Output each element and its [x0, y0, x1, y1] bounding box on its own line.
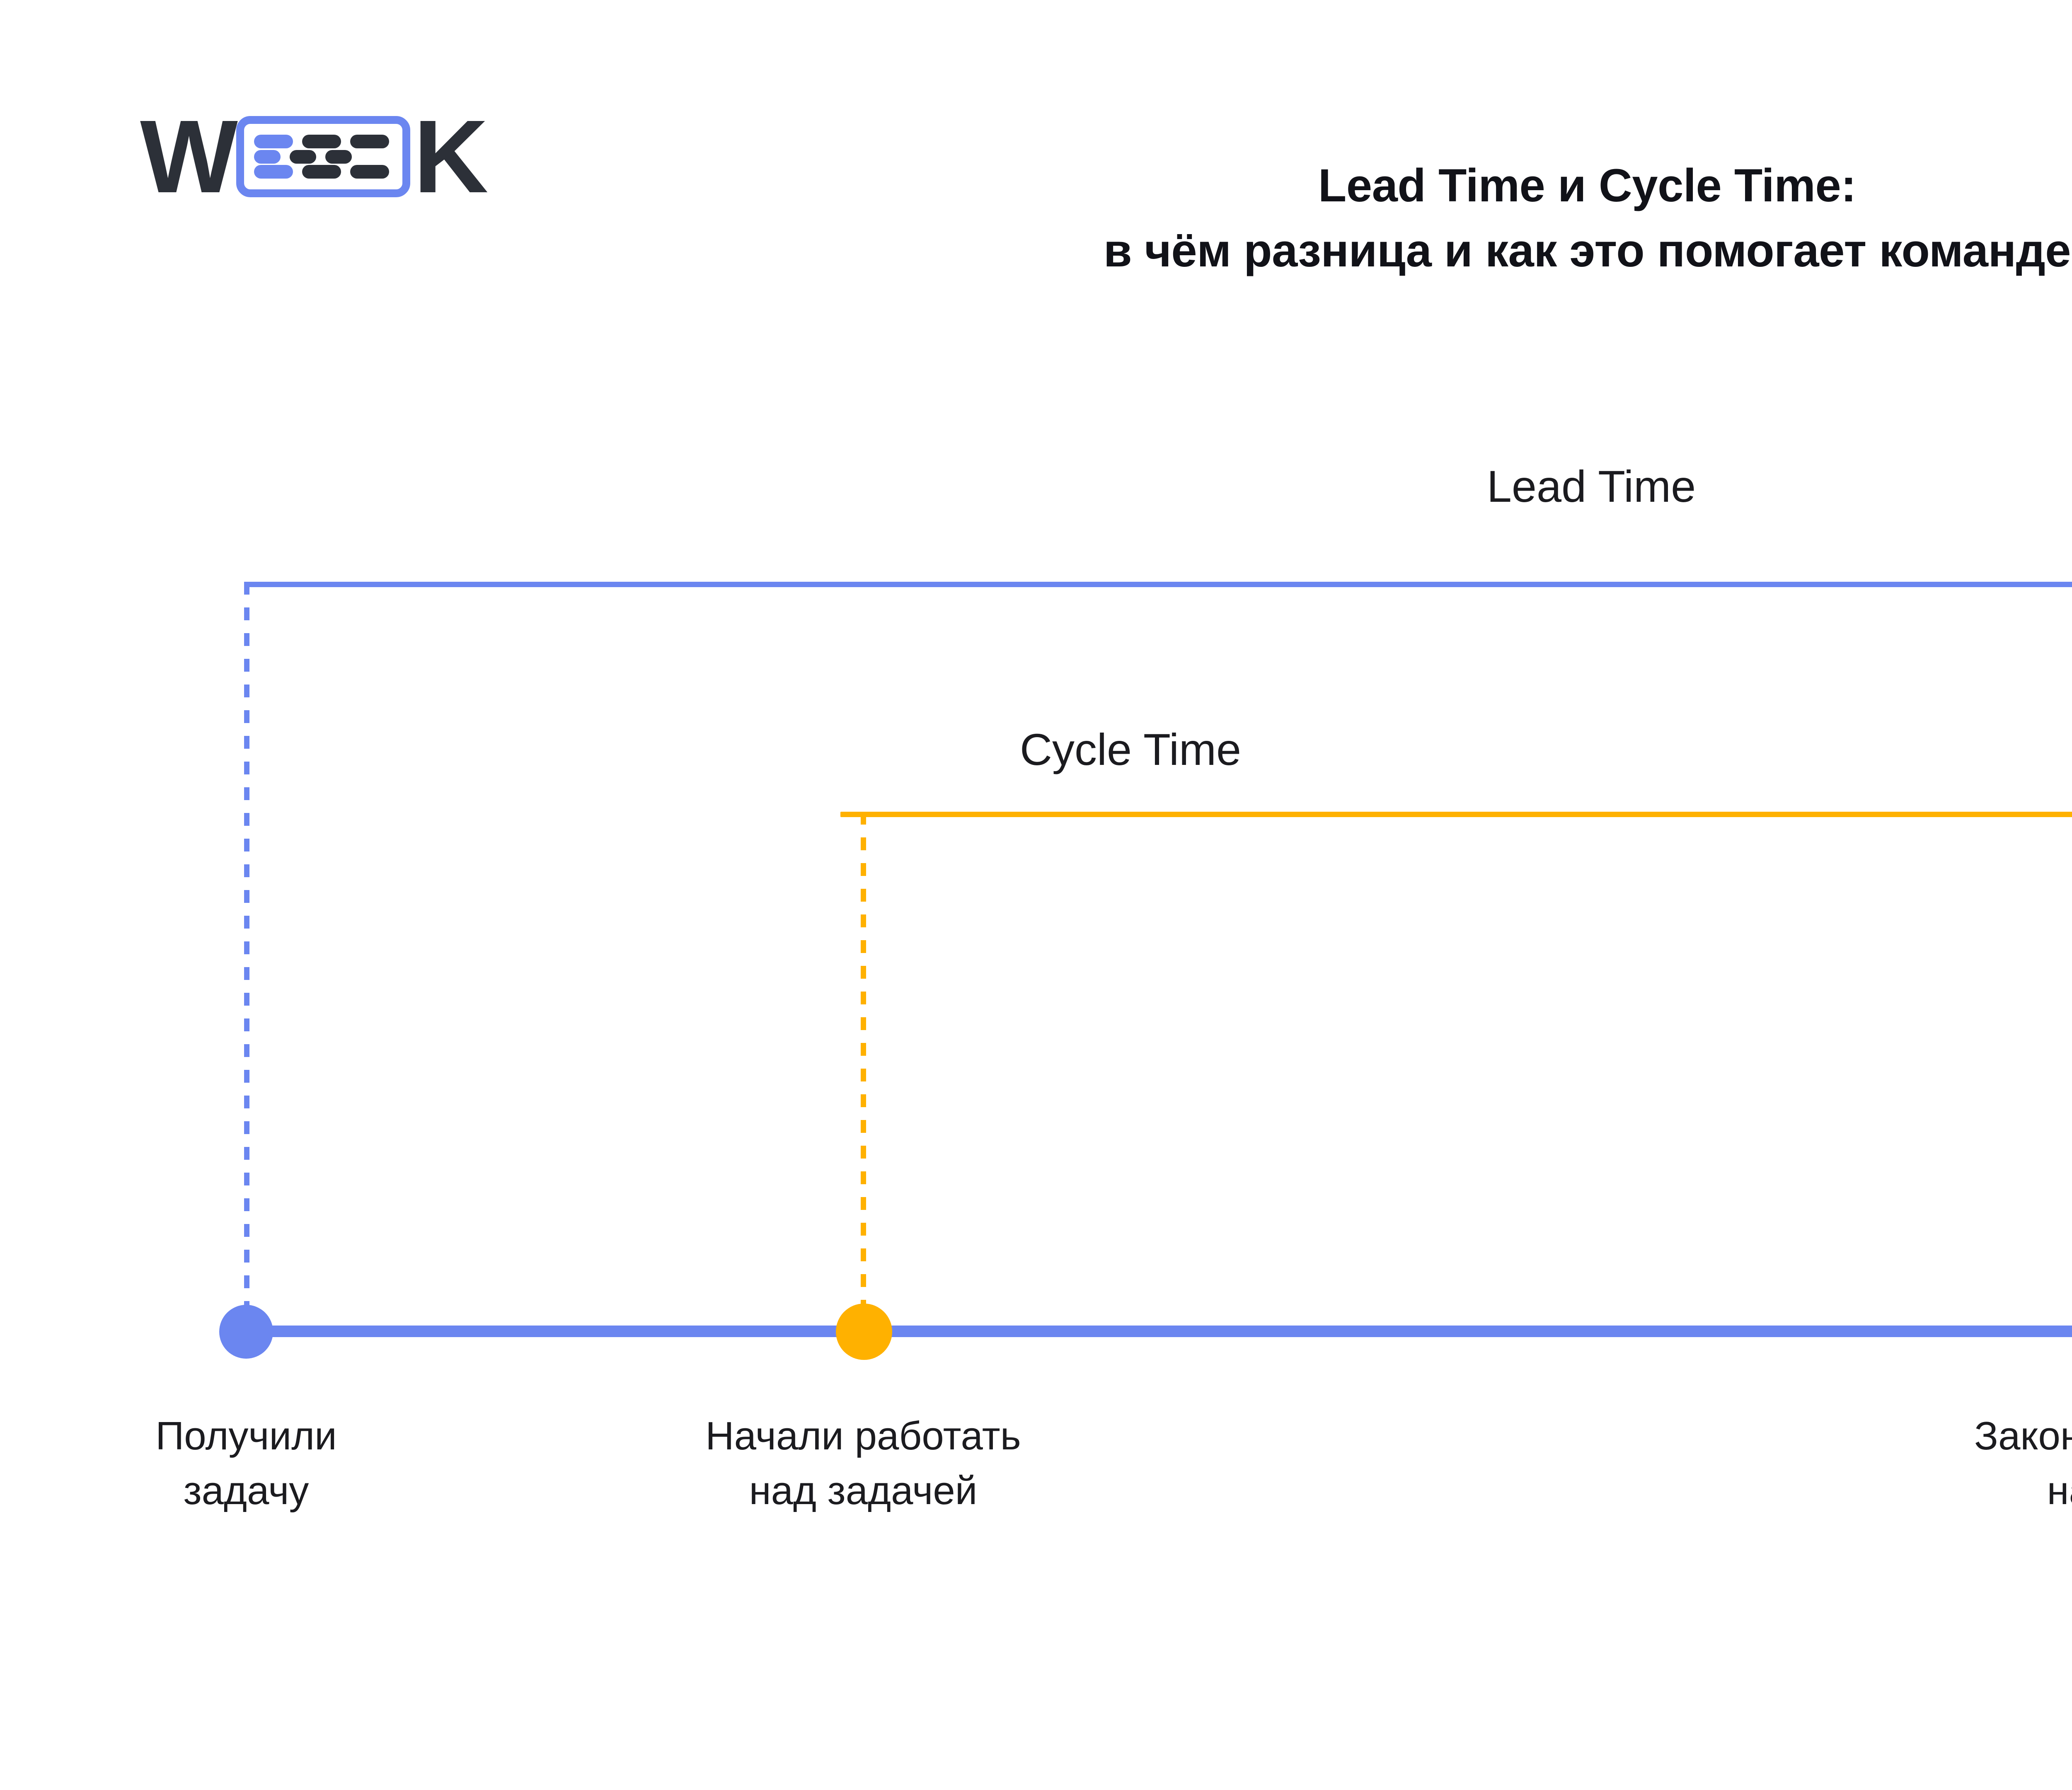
milestone-label-finished: Закончили работать над задачей	[1948, 1409, 2072, 1519]
logo-pill-dark	[350, 165, 389, 179]
logo-letter-k: K	[413, 99, 489, 214]
cycle-time-span-label: Cycle Time	[1019, 724, 1242, 774]
weeek-logo[interactable]: W K	[140, 103, 513, 210]
lead-time-span-label: Lead Time	[1486, 461, 1696, 511]
logo-pill-blue	[254, 135, 293, 148]
timeline-axis	[247, 1326, 2072, 1337]
lead-time-connector-left	[244, 582, 249, 1306]
milestone-label-started: Начали работать над задачей	[666, 1409, 1060, 1519]
logo-row-1	[254, 135, 392, 148]
milestone-marker-started[interactable]	[836, 1304, 892, 1360]
page-title: Lead Time и Cycle Time: в чём разница и …	[787, 153, 2072, 283]
logo-pill-blue	[254, 165, 293, 179]
logo-pill-dark	[350, 135, 389, 148]
title-line-2: в чём разница и как это помогает команде	[1103, 224, 2071, 276]
milestone-label-line1: Начали работать	[705, 1414, 1021, 1458]
lead-time-span-line	[247, 582, 2072, 587]
cycle-time-span-line	[840, 812, 2072, 817]
logo-pill-dark	[325, 150, 352, 164]
weeek-grid-logo-icon	[236, 116, 410, 197]
logo-row-2	[254, 150, 392, 164]
milestone-label-line2: над задачей	[749, 1468, 978, 1513]
milestone-label-line1: Закончили работать	[1974, 1414, 2072, 1458]
milestone-label-line1: Получили	[155, 1414, 337, 1458]
milestone-label-line2: над задачей	[2047, 1468, 2072, 1513]
logo-letter-w: W	[140, 99, 238, 214]
logo-row-3	[254, 165, 392, 179]
logo-pill-blue	[254, 150, 281, 164]
logo-pill-dark	[302, 135, 341, 148]
cycle-time-connector-left	[861, 812, 866, 1305]
logo-pill-dark	[302, 165, 341, 179]
milestone-label-received: Получили задачу	[49, 1409, 443, 1519]
milestone-label-line2: задачу	[183, 1468, 309, 1513]
title-line-1: Lead Time и Cycle Time:	[1318, 160, 1857, 211]
logo-pill-dark	[289, 150, 316, 164]
milestone-marker-received[interactable]	[219, 1305, 273, 1359]
